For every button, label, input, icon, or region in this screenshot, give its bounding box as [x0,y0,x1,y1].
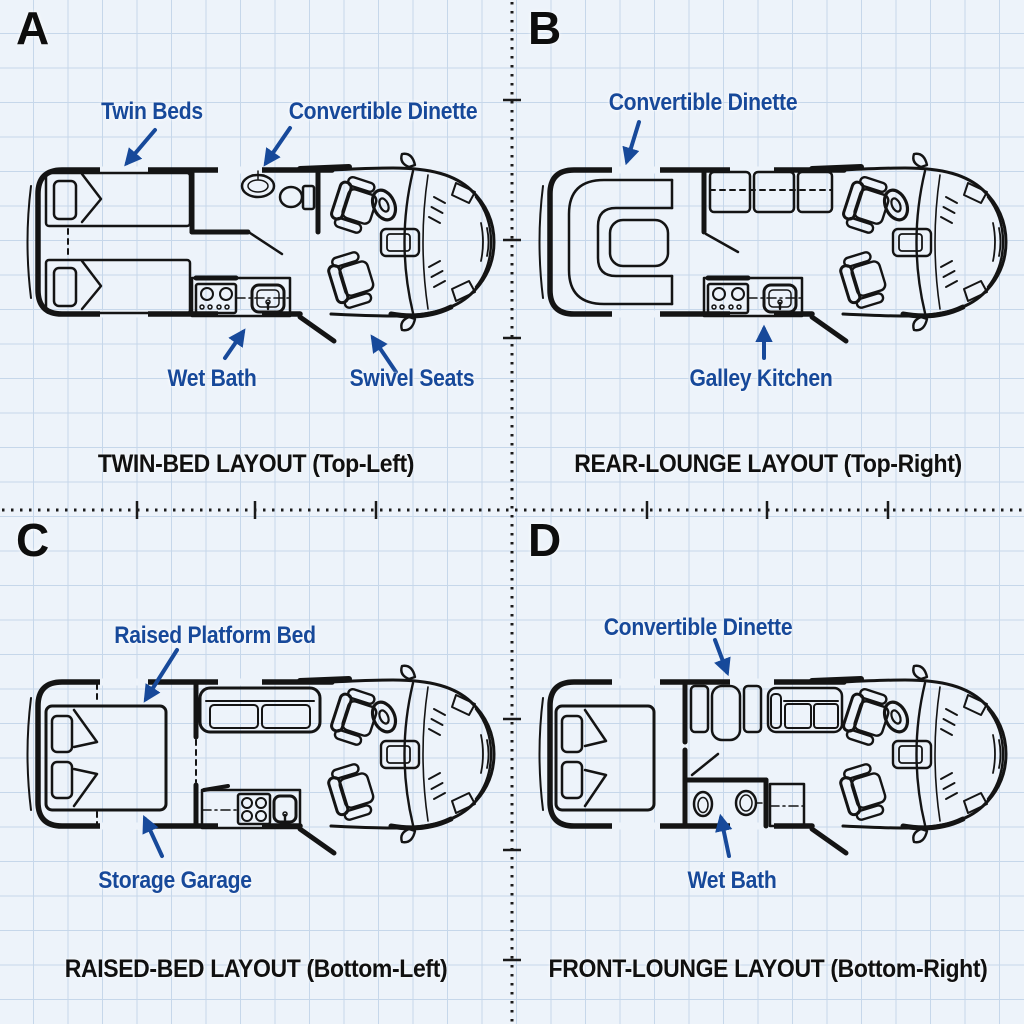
twin-bed-top-icon [44,171,192,228]
stove-icon [236,792,272,826]
arrow-wet-bath [223,328,246,360]
toilet-icon [301,184,316,211]
label-swivel-seats: Swivel Seats [349,365,475,392]
label-wet-bath: Wet Bath [687,867,777,894]
caption-twin-bed-layout: TWIN-BED LAYOUT (Top-Left) [97,450,415,478]
lounge-table-icon [608,218,670,268]
sofa-icon [766,686,844,734]
ruler-ticks [135,98,890,962]
arrow-swivel-seats [370,334,398,374]
panel-letter-b: B [528,2,562,54]
panel-letter-d: D [528,514,562,566]
convertible-dinette-icon [689,684,763,742]
panel-letter-a: A [16,2,50,54]
door-swing-line [704,232,740,254]
label-twin-beds: Twin Beds [101,98,203,125]
bench-seat-cushions [708,170,834,214]
arrow-storage-garage [142,815,164,858]
caption-rear-lounge-layout: REAR-LOUNGE LAYOUT (Top-Right) [574,450,962,478]
quadrant-a-twin-bed: A Twin Beds Convertible Dinette Wet Bath… [0,0,512,512]
rear-lounge-sofa-icon [567,178,674,306]
caption-raised-bed-layout: RAISED-BED LAYOUT (Bottom-Left) [64,955,448,983]
annotation-arrows [142,648,179,858]
label-raised-platform-bed: Raised Platform Bed [114,622,316,649]
arrow-wet-bath [715,813,733,858]
arrow-twin-beds [124,128,157,167]
label-convertible-dinette: Convertible Dinette [288,98,478,125]
panel-letter-c: C [16,514,50,566]
label-convertible-dinette: Convertible Dinette [603,614,793,641]
arrow-raised-platform-bed [143,648,179,703]
label-galley-kitchen: Galley Kitchen [689,365,833,392]
bath-sink-icon [734,789,758,817]
annotation-arrows [124,126,398,374]
kitchen-icon [200,784,302,830]
arrow-convertible-dinette [713,638,731,677]
toilet-icon [692,790,714,818]
floorplan-twin-bed [0,126,512,374]
twin-bed-bottom-icon [44,258,192,315]
annotation-arrows [713,638,733,858]
wet-bath-icon [682,747,769,829]
cabinet-icon [768,782,806,828]
label-wet-bath: Wet Bath [167,365,257,392]
quadrant-d-front-lounge: D Convertible Dinette Wet Bath FRONT-LOU… [512,512,1024,1024]
label-storage-garage: Storage Garage [98,867,252,894]
caption-front-lounge-layout: FRONT-LOUNGE LAYOUT (Bottom-Right) [548,955,988,983]
arrow-convertible-dinette [622,120,641,166]
raised-platform-bed-icon [44,704,168,812]
floorplan-raised-bed [0,648,512,858]
sofa-icon [198,686,322,734]
label-convertible-dinette: Convertible Dinette [608,89,798,116]
quadrant-c-raised-bed: C Raised Platform Bed Storage Garage RAI… [0,512,512,1024]
floorplan-front-lounge [512,638,1024,858]
rear-bed-icon [554,704,656,812]
quadrant-b-rear-lounge: B Convertible Dinette Galley Kitchen REA… [512,0,1024,512]
floorplan-rear-lounge [512,120,1024,360]
arrow-convertible-dinette [263,126,292,167]
annotation-arrows [622,120,773,360]
wet-bath-icon [189,167,321,256]
